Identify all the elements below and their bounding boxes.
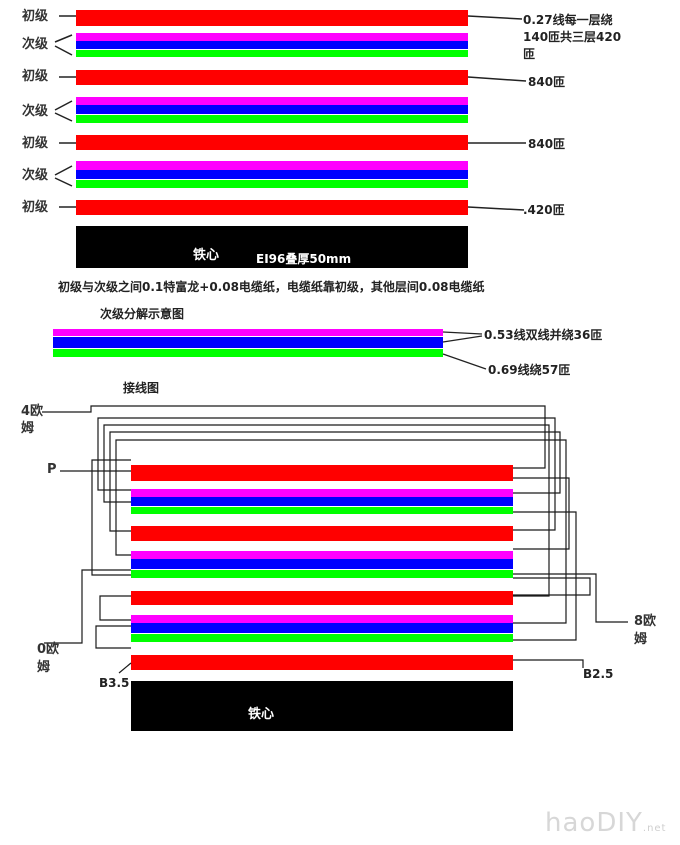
top-annotation-leaders <box>467 15 527 211</box>
primary-layer-4 <box>76 200 468 215</box>
tap-0ohm-line2: 姆 <box>37 660 51 675</box>
core-label-wiring: 铁心 <box>248 707 275 722</box>
secondary-green-3 <box>76 180 468 188</box>
wiring-secondary-green-1 <box>131 507 513 514</box>
annotation-primary-2: 840匝 <box>528 75 566 89</box>
iron-core-top: 铁心 EI96叠厚50mm <box>76 226 468 268</box>
site-watermark: haoDIY.net <box>545 808 666 838</box>
breakdown-leaders <box>442 331 487 370</box>
core-spec: EI96叠厚50mm <box>256 252 352 266</box>
annotation-primary-3: 840匝 <box>528 137 566 151</box>
wiring-primary-2 <box>131 526 513 541</box>
insulation-note: 初级与次级之间0.1特富龙+0.08电缆纸，电缆纸靠初级，其他层间0.08电缆纸 <box>58 280 485 294</box>
tap-0ohm-line1: 0欧 <box>37 642 60 657</box>
label-primary-1: 初级 <box>22 9 49 24</box>
secondary-green-2 <box>76 115 468 123</box>
wiring-secondary-magenta-3 <box>131 615 513 623</box>
wiring-secondary-magenta-1 <box>131 489 513 497</box>
wiring-winding-stack <box>131 465 513 670</box>
primary-layer-3 <box>76 135 468 150</box>
label-primary-4: 初级 <box>22 200 49 215</box>
top-winding-stack <box>76 10 468 215</box>
wiring-primary-1 <box>131 465 513 481</box>
tap-p: P <box>47 462 57 477</box>
core-label-top: 铁心 <box>193 248 220 263</box>
tap-4ohm-line1: 4欧 <box>21 404 44 419</box>
label-primary-2: 初级 <box>22 69 49 84</box>
secondary-blue-3 <box>76 170 468 179</box>
secondary-breakdown-title: 次级分解示意图 <box>100 307 185 321</box>
wiring-secondary-green-2 <box>131 570 513 578</box>
wiring-primary-3 <box>131 591 513 605</box>
annotation-primary-1-line3: 匝 <box>523 47 536 61</box>
secondary-magenta-1 <box>76 33 468 41</box>
secondary-breakdown-strip <box>53 329 443 357</box>
primary-layer-2 <box>76 70 468 85</box>
secondary-blue-2 <box>76 105 468 114</box>
secondary-magenta-3 <box>76 161 468 170</box>
wiring-secondary-magenta-2 <box>131 551 513 559</box>
breakdown-blue <box>53 337 443 348</box>
watermark-suffix: .net <box>642 823 667 834</box>
right-connection-wires <box>513 477 628 668</box>
iron-core-wiring: 铁心 <box>131 681 513 731</box>
left-connection-wires <box>42 405 567 674</box>
primary-layer-1 <box>76 10 468 26</box>
annotation-primary-4: .420匝 <box>523 203 565 217</box>
secondary-blue-1 <box>76 41 468 49</box>
tap-4ohm-line2: 姆 <box>21 421 35 436</box>
tap-b35: B3.5 <box>99 676 130 690</box>
breakdown-magenta <box>53 329 443 336</box>
wiring-primary-4 <box>131 655 513 670</box>
secondary-green-1 <box>76 50 468 57</box>
wiring-secondary-green-3 <box>131 634 513 642</box>
wiring-title: 接线图 <box>123 381 160 395</box>
secondary-breakdown-upper-note: 0.53线双线并绕36匝 <box>484 328 603 342</box>
secondary-breakdown-lower-note: 0.69线绕57匝 <box>488 363 571 377</box>
watermark-main: haoDIY <box>545 808 643 838</box>
label-secondary-3: 次级 <box>22 168 49 183</box>
annotation-primary-1-line1: 0.27线每一层绕 <box>523 13 613 27</box>
label-secondary-1: 次级 <box>22 37 49 52</box>
tap-8ohm-line1: 8欧 <box>634 614 657 629</box>
wiring-secondary-blue-2 <box>131 559 513 569</box>
annotation-primary-1-line2: 140匝共三层420 <box>523 30 622 44</box>
label-primary-3: 初级 <box>22 136 49 151</box>
wiring-secondary-blue-3 <box>131 623 513 633</box>
tap-8ohm-line2: 姆 <box>634 632 648 647</box>
label-secondary-2: 次级 <box>22 104 49 119</box>
secondary-magenta-2 <box>76 97 468 105</box>
top-label-leaders <box>54 15 76 208</box>
breakdown-green <box>53 349 443 357</box>
tap-b25: B2.5 <box>583 667 614 681</box>
wiring-secondary-blue-1 <box>131 497 513 506</box>
